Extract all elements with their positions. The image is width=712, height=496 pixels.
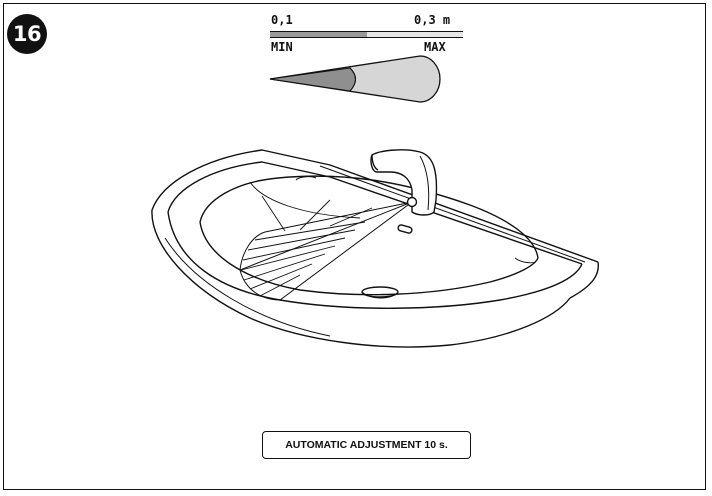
caption-text: AUTOMATIC ADJUSTMENT 10 s.: [285, 439, 448, 451]
range-scale-fill: [270, 32, 367, 37]
scale-max-label: MAX: [424, 40, 446, 54]
beam-range-icon: [269, 55, 441, 103]
sensor-eye-icon: [406, 196, 418, 208]
scale-max-value: 0,3 m: [414, 13, 451, 27]
beam-min-shape: [269, 67, 356, 92]
figure-number: 16: [12, 22, 42, 46]
scale-min-label: MIN: [271, 40, 293, 54]
figure-frame: [3, 3, 706, 490]
washbasin: [151, 149, 599, 348]
detection-zone: [239, 195, 413, 301]
range-scale-bar: [270, 31, 463, 38]
scale-min-value: 0,1: [271, 13, 293, 27]
sensor-faucet: [370, 149, 438, 216]
figure-number-badge: 16: [7, 14, 47, 54]
caption-box: AUTOMATIC ADJUSTMENT 10 s.: [262, 431, 471, 459]
